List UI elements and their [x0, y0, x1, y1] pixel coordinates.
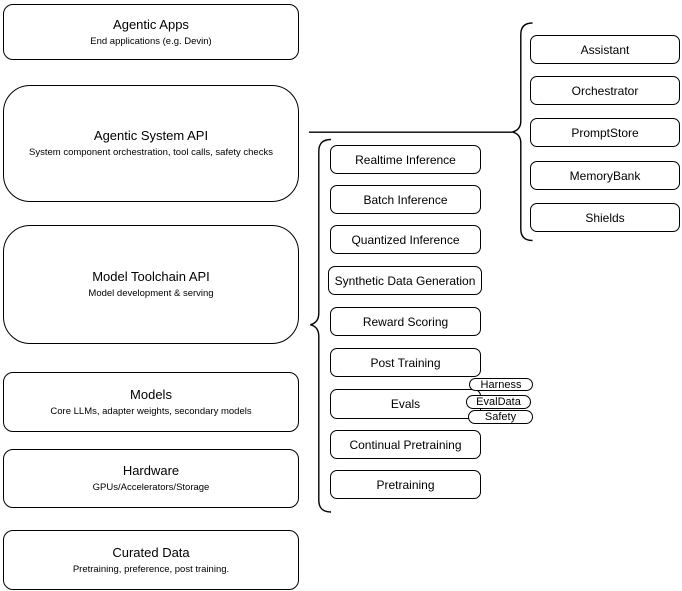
node-label: PromptStore	[571, 125, 639, 140]
node-shields: Shields	[530, 203, 680, 232]
node-memorybank: MemoryBank	[530, 161, 680, 190]
node-label: Quantized Inference	[351, 232, 460, 247]
node-assistant: Assistant	[530, 35, 680, 64]
node-label: Synthetic Data Generation	[334, 273, 476, 288]
pill-label: EvalData	[476, 396, 521, 408]
node-title: Models	[130, 386, 172, 402]
pill-safety: Safety	[468, 410, 533, 424]
node-label: Post Training	[370, 355, 441, 370]
node-label: Realtime Inference	[355, 152, 456, 167]
node-synthetic-data-generation: Synthetic Data Generation	[328, 266, 482, 295]
node-agentic-apps: Agentic Apps End applications (e.g. Devi…	[3, 4, 299, 60]
pill-evaldata: EvalData	[466, 395, 531, 409]
node-label: Batch Inference	[363, 192, 448, 207]
node-title: Agentic Apps	[113, 16, 189, 32]
node-label: Reward Scoring	[362, 314, 449, 329]
node-evals: Evals	[330, 389, 481, 419]
node-label: Continual Pretraining	[349, 437, 462, 452]
node-model-toolchain-api: Model Toolchain API Model development & …	[3, 225, 299, 344]
node-promptstore: PromptStore	[530, 118, 680, 147]
node-continual-pretraining: Continual Pretraining	[330, 430, 481, 459]
node-quantized-inference: Quantized Inference	[330, 225, 481, 254]
node-post-training: Post Training	[330, 348, 481, 377]
node-hardware: Hardware GPUs/Accelerators/Storage	[3, 449, 299, 508]
toolchain-group-brace	[310, 138, 332, 513]
node-curated-data: Curated Data Pretraining, preference, po…	[3, 530, 299, 590]
node-subtitle: GPUs/Accelerators/Storage	[92, 482, 210, 493]
node-subtitle: Core LLMs, adapter weights, secondary mo…	[50, 405, 252, 417]
node-pretraining: Pretraining	[330, 470, 481, 499]
node-subtitle: Model development & serving	[88, 288, 214, 299]
node-reward-scoring: Reward Scoring	[330, 307, 481, 336]
node-orchestrator: Orchestrator	[530, 76, 680, 105]
node-title: Model Toolchain API	[92, 269, 210, 284]
node-realtime-inference: Realtime Inference	[330, 145, 481, 174]
node-label: MemoryBank	[569, 168, 641, 183]
node-title: Curated Data	[112, 544, 190, 560]
node-label: Orchestrator	[571, 83, 639, 98]
node-label: Assistant	[580, 42, 630, 57]
node-title: Agentic System API	[93, 128, 209, 143]
pill-harness: Harness	[469, 378, 533, 391]
node-subtitle: End applications (e.g. Devin)	[90, 35, 212, 47]
node-subtitle: Pretraining, preference, post training.	[72, 563, 230, 575]
node-label: Shields	[585, 210, 625, 225]
node-agentic-system-api: Agentic System API System component orch…	[3, 85, 299, 202]
node-label: Evals	[390, 397, 421, 411]
pill-label: Safety	[484, 411, 517, 423]
node-subtitle: System component orchestration, tool cal…	[29, 147, 273, 158]
pill-label: Harness	[480, 378, 522, 391]
node-models: Models Core LLMs, adapter weights, secon…	[3, 372, 299, 432]
node-batch-inference: Batch Inference	[330, 185, 481, 214]
node-title: Hardware	[122, 463, 180, 478]
node-label: Pretraining	[376, 477, 435, 492]
